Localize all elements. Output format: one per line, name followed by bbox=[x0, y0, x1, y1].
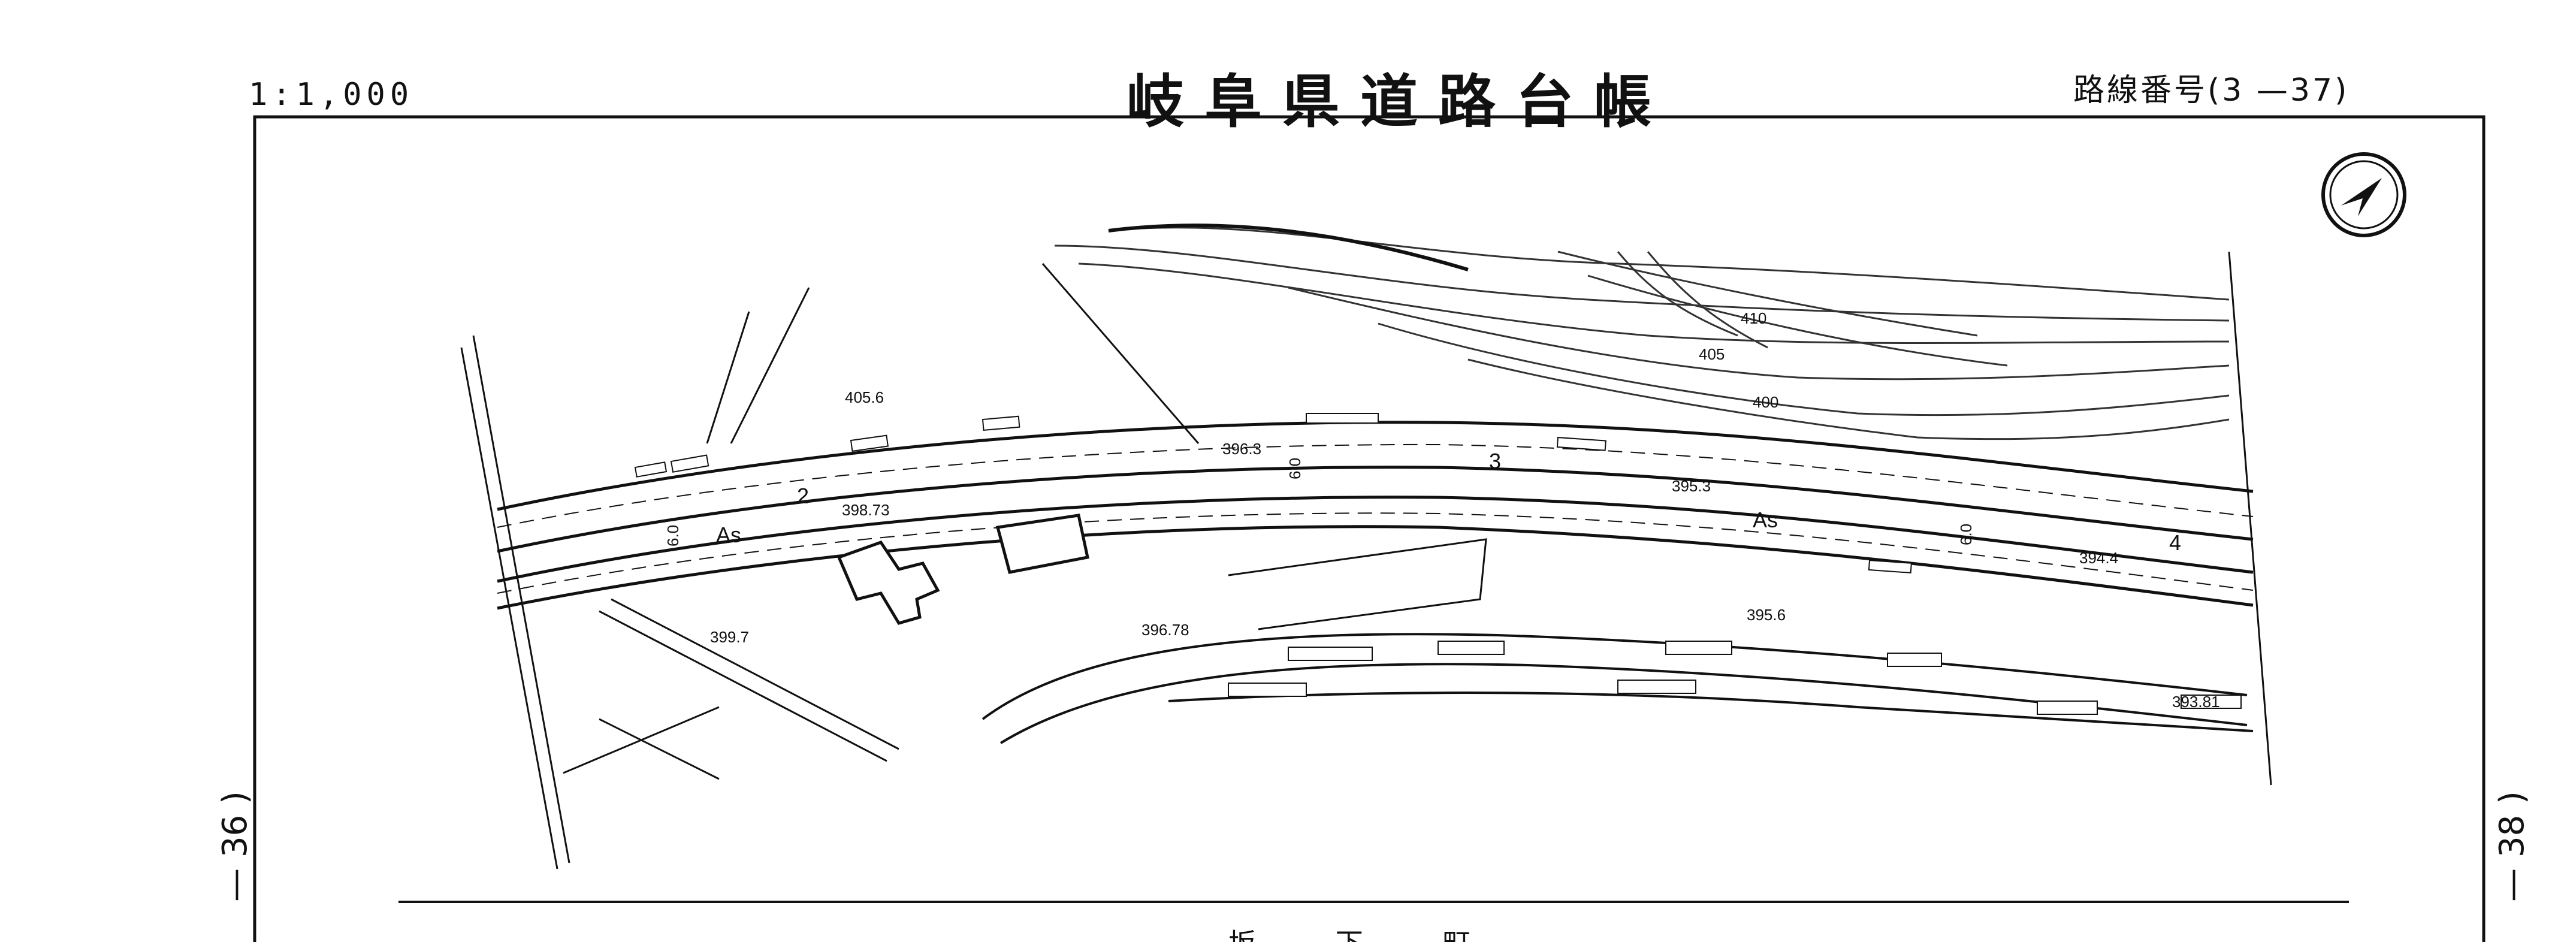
elevation-label: 399.7 bbox=[710, 628, 749, 646]
district-name: 坂 下 町 bbox=[1228, 928, 1506, 942]
road-edges bbox=[497, 421, 2254, 610]
surface-label: As bbox=[1753, 508, 1778, 532]
elevation-label: 405.6 bbox=[845, 388, 884, 406]
elevation-label: 398.73 bbox=[842, 501, 890, 519]
route-close: ) bbox=[2335, 73, 2349, 108]
elevation-label: 393.81 bbox=[2172, 693, 2220, 711]
elevation-label: 395.6 bbox=[1747, 606, 1786, 624]
contour-label: 410 bbox=[1741, 309, 1766, 327]
retaining-walls bbox=[634, 413, 1912, 573]
station-number: 4 bbox=[2169, 530, 2181, 555]
route-label: 路線番号( bbox=[2073, 73, 2222, 108]
contour-lines bbox=[1054, 227, 2230, 440]
road-width: 6.0 bbox=[664, 525, 682, 547]
page-title: 岐阜県道路台帳 bbox=[1127, 68, 1672, 135]
elevation-label: 395.3 bbox=[1672, 477, 1711, 495]
route-number: 路線番号(3 —37) bbox=[2073, 65, 2349, 110]
station-number: 2 bbox=[797, 484, 809, 508]
road-width: 6.0 bbox=[1286, 458, 1304, 479]
route-value: 3 —37 bbox=[2222, 73, 2335, 108]
elevation-label: 394.4 bbox=[2079, 549, 2118, 567]
buildings bbox=[836, 514, 1089, 625]
map-scale: 1:1,000 bbox=[249, 77, 414, 113]
contour-label: 405 bbox=[1699, 345, 1725, 363]
surface-label: As bbox=[716, 523, 741, 547]
station-number: 3 bbox=[1489, 449, 1501, 473]
side-roads bbox=[460, 251, 2272, 869]
elevation-label: 396.78 bbox=[1141, 621, 1189, 639]
contour-label: 400 bbox=[1753, 393, 1778, 411]
north-arrow-icon bbox=[2321, 152, 2406, 237]
road-width: 6.0 bbox=[1957, 524, 1975, 545]
elevation-label: 396.3 bbox=[1222, 440, 1261, 458]
map-frame bbox=[253, 115, 2486, 942]
